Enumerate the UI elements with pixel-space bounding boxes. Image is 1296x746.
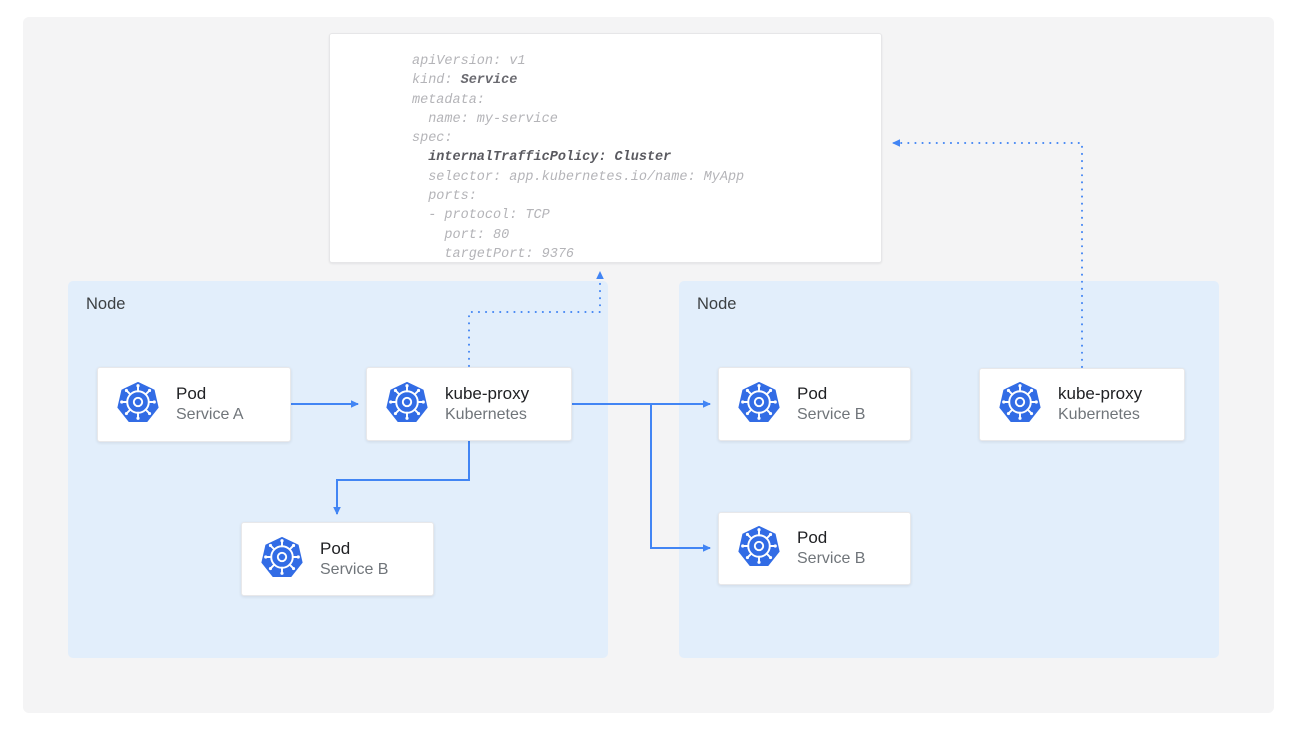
box-pod-service-b-remote-2[interactable]: Pod Service B bbox=[718, 512, 911, 585]
box-subtitle: Service B bbox=[797, 405, 866, 423]
kubernetes-icon bbox=[998, 380, 1042, 429]
node-panel-right: Node bbox=[679, 281, 1219, 658]
node-label-right: Node bbox=[697, 295, 737, 313]
kubernetes-icon bbox=[385, 380, 429, 429]
node-panel-left: Node bbox=[68, 281, 608, 658]
kubernetes-icon bbox=[260, 535, 304, 584]
box-subtitle: Service B bbox=[797, 550, 866, 568]
box-kube-proxy-right[interactable]: kube-proxy Kubernetes bbox=[979, 368, 1185, 441]
kubernetes-icon bbox=[737, 380, 781, 429]
kubernetes-icon bbox=[737, 524, 781, 573]
box-pod-service-b-local[interactable]: Pod Service B bbox=[241, 522, 434, 596]
box-subtitle: Kubernetes bbox=[445, 405, 527, 423]
node-label-left: Node bbox=[86, 295, 126, 313]
box-title: kube-proxy bbox=[1058, 384, 1143, 404]
box-title: Pod bbox=[797, 528, 828, 548]
diagram-canvas: Node Node bbox=[23, 17, 1274, 713]
box-subtitle: Service B bbox=[320, 560, 389, 578]
box-pod-service-b-remote-1[interactable]: Pod Service B bbox=[718, 367, 911, 441]
box-pod-service-a[interactable]: Pod Service A bbox=[97, 367, 291, 442]
service-spec-yaml: apiVersion: v1 kind: Service metadata: n… bbox=[412, 54, 745, 262]
kubernetes-icon bbox=[116, 380, 160, 429]
service-spec-card: apiVersion: v1 kind: Service metadata: n… bbox=[329, 33, 882, 263]
box-subtitle: Kubernetes bbox=[1058, 406, 1140, 424]
box-title: Pod bbox=[320, 538, 351, 558]
box-title: kube-proxy bbox=[445, 383, 530, 403]
box-title: Pod bbox=[176, 384, 207, 404]
box-kube-proxy-left[interactable]: kube-proxy Kubernetes bbox=[366, 367, 572, 441]
box-subtitle: Service A bbox=[176, 406, 244, 424]
box-title: Pod bbox=[797, 383, 828, 403]
